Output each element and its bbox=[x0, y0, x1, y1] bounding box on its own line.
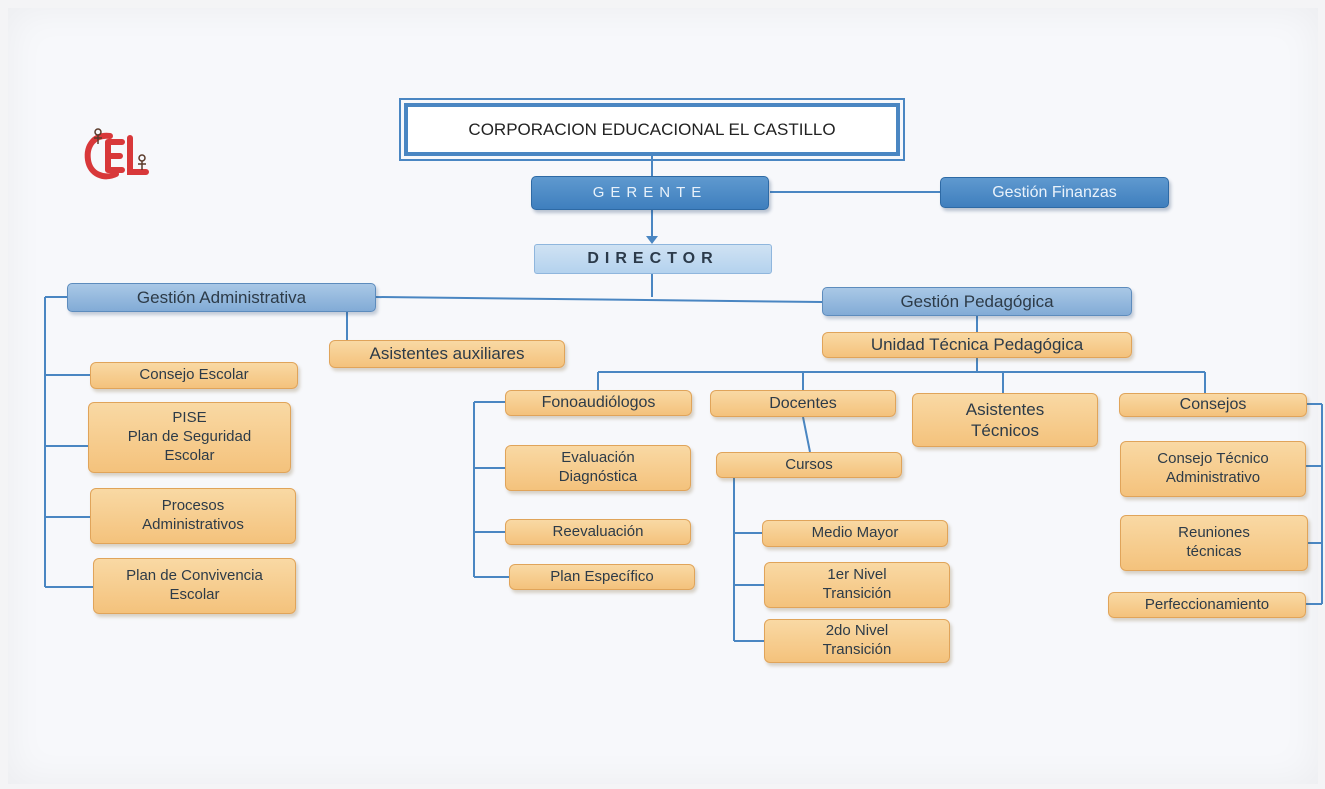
plan-convivencia-box: Plan de Convivencia Escolar bbox=[93, 558, 296, 614]
cursos-box: Cursos bbox=[716, 452, 902, 478]
gestion-pedagogica-box: Gestión Pedagógica bbox=[822, 287, 1132, 316]
consejos-box: Consejos bbox=[1119, 393, 1307, 417]
primer-nivel-transicion-box: 1er Nivel Transición bbox=[764, 562, 950, 608]
docentes-box: Docentes bbox=[710, 390, 896, 417]
reuniones-tecnicas-box: Reuniones técnicas bbox=[1120, 515, 1308, 571]
corporation-title: CORPORACION EDUCACIONAL EL CASTILLO bbox=[399, 98, 905, 161]
consejo-tecnico-administrativo-box: Consejo Técnico Administrativo bbox=[1120, 441, 1306, 497]
evaluacion-diagnostica-box: Evaluación Diagnóstica bbox=[505, 445, 691, 491]
consejo-escolar-box: Consejo Escolar bbox=[90, 362, 298, 389]
segundo-nivel-transicion-box: 2do Nivel Transición bbox=[764, 619, 950, 663]
perfeccionamiento-box: Perfeccionamiento bbox=[1108, 592, 1306, 618]
unidad-tecnica-pedagogica-box: Unidad Técnica Pedagógica bbox=[822, 332, 1132, 358]
procesos-administrativos-box: Procesos Administrativos bbox=[90, 488, 296, 544]
fonoaudiologos-box: Fonoaudiólogos bbox=[505, 390, 692, 416]
asistentes-auxiliares-box: Asistentes auxiliares bbox=[329, 340, 565, 368]
asistentes-tecnicos-box: Asistentes Técnicos bbox=[912, 393, 1098, 447]
logo-icon bbox=[84, 128, 149, 180]
reevaluacion-box: Reevaluación bbox=[505, 519, 691, 545]
gerente-box: GERENTE bbox=[531, 176, 769, 210]
director-box: DIRECTOR bbox=[534, 244, 772, 274]
gestion-finanzas-box: Gestión Finanzas bbox=[940, 177, 1169, 208]
gestion-administrativa-box: Gestión Administrativa bbox=[67, 283, 376, 312]
medio-mayor-box: Medio Mayor bbox=[762, 520, 948, 547]
pise-box: PISE Plan de Seguridad Escolar bbox=[88, 402, 291, 473]
plan-especifico-box: Plan Específico bbox=[509, 564, 695, 590]
